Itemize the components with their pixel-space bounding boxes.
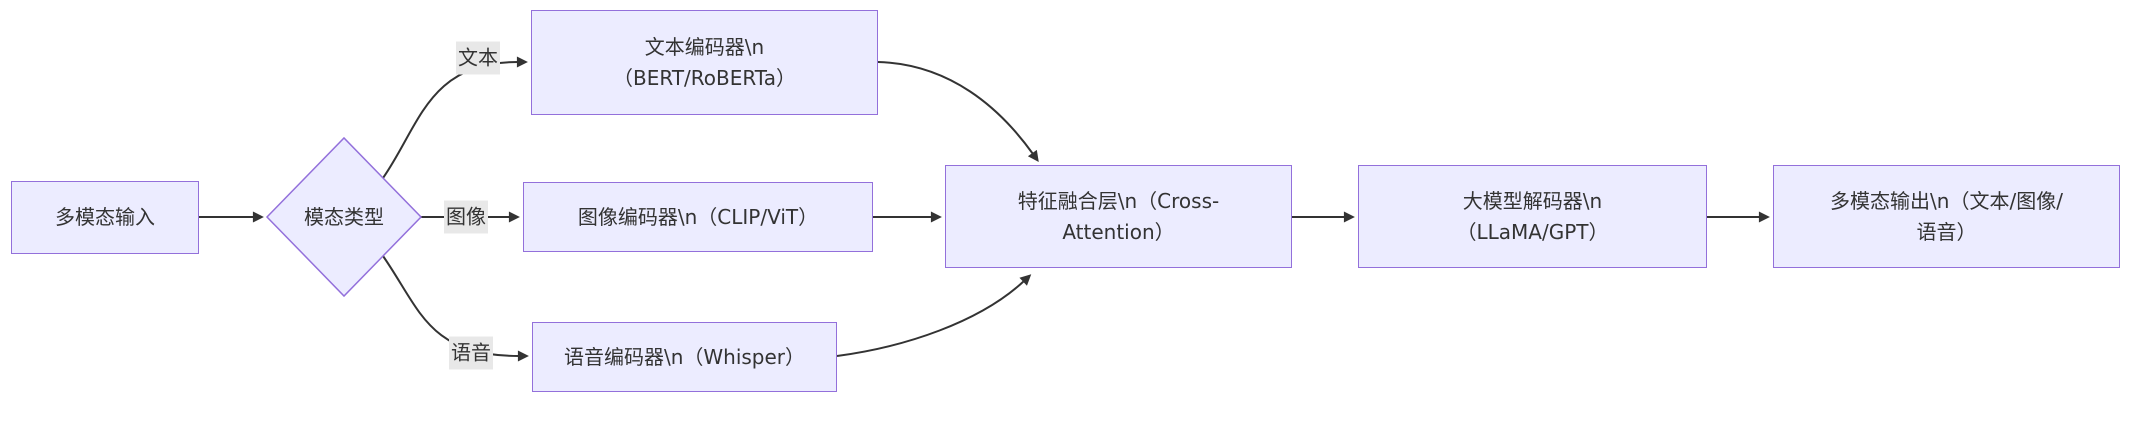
edge-label-image: 图像	[444, 200, 488, 234]
node-feature-fusion: 特征融合层\n（Cross- Attention）	[945, 165, 1292, 268]
node-text-encoder: 文本编码器\n （BERT/RoBERTa）	[531, 10, 878, 115]
edge-text-encoder-to-fusion	[877, 61, 1039, 163]
node-multimodal-output: 多模态输出\n（文本/图像/ 语音）	[1773, 165, 2120, 268]
node-modality-type: 模态类型	[267, 139, 421, 295]
node-speech-encoder-label: 语音编码器\n（Whisper）	[563, 344, 806, 369]
node-llm-decoder: 大模型解码器\n （LLaMA/GPT）	[1358, 165, 1707, 268]
node-modality-type-label: 模态类型	[304, 204, 384, 229]
node-multimodal-input: 多模态输入	[11, 181, 199, 254]
node-image-encoder-label: 图像编码器\n（CLIP/ViT）	[577, 204, 819, 229]
node-llm-decoder-label: 大模型解码器\n （LLaMA/GPT）	[1456, 188, 1609, 244]
edge-speech-encoder-to-fusion	[836, 274, 1032, 357]
node-feature-fusion-label: 特征融合层\n（Cross- Attention）	[1017, 188, 1220, 244]
node-text-encoder-label: 文本编码器\n （BERT/RoBERTa）	[613, 34, 796, 90]
node-multimodal-output-label: 多模态输出\n（文本/图像/ 语音）	[1830, 188, 2063, 244]
edge-label-text: 文本	[456, 41, 500, 75]
decision-diamond-shape	[265, 136, 423, 298]
edge-label-speech: 语音	[449, 336, 493, 370]
node-multimodal-input-label: 多模态输入	[55, 205, 155, 229]
node-image-encoder: 图像编码器\n（CLIP/ViT）	[523, 182, 873, 252]
node-speech-encoder: 语音编码器\n（Whisper）	[532, 322, 837, 392]
